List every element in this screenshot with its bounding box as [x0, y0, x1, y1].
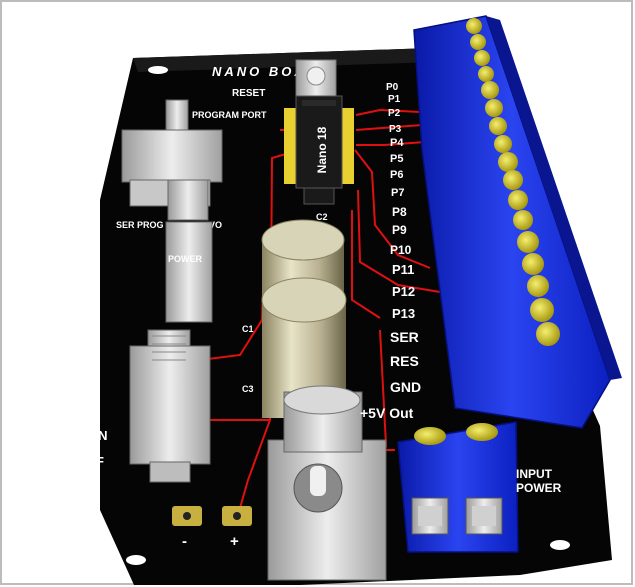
polarity-plus: + — [230, 533, 239, 550]
screw-icon[interactable] — [527, 275, 549, 297]
switch-off-label: OFF — [78, 454, 104, 469]
pin-label: P8 — [392, 205, 407, 219]
cap-label-c1: C1 — [242, 324, 254, 334]
capacitor-c1 — [261, 219, 345, 310]
screw-icon[interactable] — [517, 231, 539, 253]
screw-icon[interactable] — [536, 322, 560, 346]
screw-icon[interactable] — [470, 34, 486, 50]
pin-label: +5V Out — [360, 405, 414, 421]
power-pads — [172, 506, 252, 526]
pin-label: P5 — [390, 153, 403, 165]
screw-icon[interactable] — [513, 210, 533, 230]
input-power-label: INPUT POWER — [516, 467, 562, 495]
pin-label: GND — [390, 379, 421, 395]
switch-on-label: ON — [88, 428, 108, 443]
pin-label: P0 — [386, 82, 399, 93]
mount-hole — [126, 555, 146, 565]
pin-label: P1 — [388, 94, 401, 105]
dc-power-jack[interactable] — [267, 385, 387, 581]
pin-label: SER — [390, 329, 419, 345]
pin-labels: P0 P1 P2 P3 P4 P5 P6 P7 P8 P9 P10 P11 P1… — [360, 82, 421, 421]
chip-label: Nano 18 — [315, 126, 329, 173]
screw-icon[interactable] — [503, 170, 523, 190]
mount-hole — [148, 66, 168, 74]
pin-label: P11 — [392, 262, 414, 277]
pin-label: P12 — [392, 284, 415, 299]
screw-icon[interactable] — [474, 50, 490, 66]
screw-icon[interactable] — [478, 66, 494, 82]
screw-icon[interactable] — [494, 135, 512, 153]
screw-icon[interactable] — [414, 427, 446, 445]
pin-label: P13 — [392, 306, 415, 321]
reset-button[interactable] — [295, 59, 337, 99]
terminal-screws[interactable] — [466, 18, 560, 346]
mount-hole — [550, 540, 570, 550]
io-terminal-block[interactable] — [413, 15, 622, 429]
pin-label: P9 — [392, 223, 407, 237]
reset-label: RESET — [232, 88, 265, 99]
pin-label: P6 — [390, 169, 403, 181]
chip-cap-label: C2 — [316, 212, 328, 222]
screw-icon[interactable] — [508, 190, 528, 210]
power-switch[interactable] — [129, 329, 211, 483]
pin-label: P10 — [390, 243, 412, 257]
screw-icon[interactable] — [522, 253, 544, 275]
screw-icon[interactable] — [481, 81, 499, 99]
pin-label: P7 — [391, 187, 404, 199]
polarity-minus: - — [182, 533, 187, 550]
screw-icon[interactable] — [489, 117, 507, 135]
screw-icon[interactable] — [466, 423, 498, 441]
program-port-label: PROGRAM PORT — [192, 110, 267, 120]
power-regulator — [165, 179, 213, 323]
screw-icon[interactable] — [466, 18, 482, 34]
pcb-edge — [133, 48, 436, 72]
screw-icon[interactable] — [530, 298, 554, 322]
nano-chip — [284, 95, 354, 205]
pin-label: P4 — [390, 137, 404, 149]
cap-label-c3: C3 — [242, 384, 254, 394]
pin-label: P3 — [389, 124, 402, 135]
pin-label: RES — [390, 353, 419, 369]
pin-label: P2 — [388, 108, 401, 119]
screw-icon[interactable] — [498, 152, 518, 172]
mode-label-prog: SER PROG — [116, 220, 164, 230]
input-power-terminal[interactable] — [397, 421, 519, 553]
screw-icon[interactable] — [485, 99, 503, 117]
power-led-label: POWER — [168, 254, 203, 264]
